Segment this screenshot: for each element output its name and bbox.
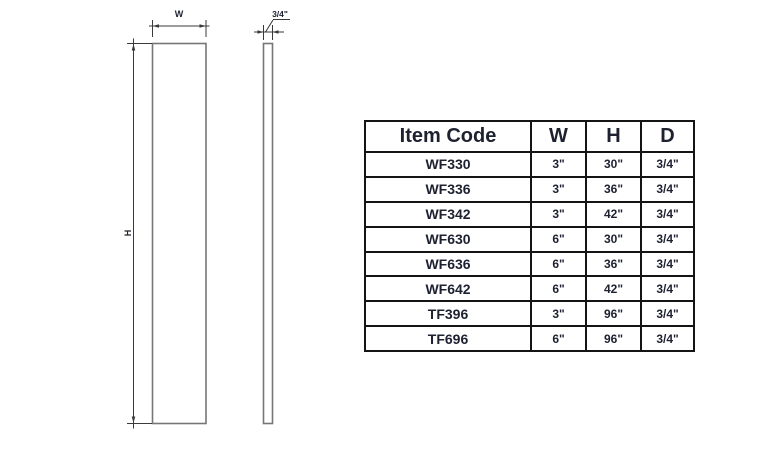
table-cell-d: 3/4" [640,275,693,301]
table-cell-w: 3" [530,200,585,226]
table-cell-code: WF642 [366,275,530,300]
table-header-h: H [585,122,640,151]
table-cell-h: 96" [585,300,640,326]
table-cell-h: 30" [585,151,640,176]
table-cell-w: 6" [530,225,585,251]
table-cell-h: 96" [585,325,640,350]
table-cell-h: 42" [585,275,640,301]
table-cell-code: WF342 [366,200,530,226]
table-cell-w: 3" [530,175,585,201]
h-dimension [127,38,152,429]
spec-table: Item Code W H D WF330 3" 30" 3/4" WF336 … [364,120,695,352]
table-cell-d: 3/4" [640,250,693,276]
table-cell-code: WF330 [366,151,530,176]
dimension-arrows [131,24,279,423]
table-cell-d: 3/4" [640,325,693,350]
width-dim-label: W [175,9,184,19]
side-view-panel [262,42,274,425]
table-cell-w: 6" [530,325,585,350]
table-cell-d: 3/4" [640,151,693,176]
thickness-dimension [254,19,290,40]
table-cell-d: 3/4" [640,200,693,226]
table-cell-h: 36" [585,175,640,201]
front-view-panel [151,42,207,425]
table-cell-d: 3/4" [640,225,693,251]
table-cell-d: 3/4" [640,300,693,326]
table-header-item-code: Item Code [399,125,497,147]
table-cell-code: WF630 [366,225,530,251]
w-dimension [149,20,210,37]
table-cell-w: 3" [530,151,585,176]
table-cell-w: 6" [530,275,585,301]
table-cell-code: TF396 [366,300,530,325]
table-cell-h: 30" [585,225,640,251]
table-header-w: W [530,122,585,151]
table-cell-code: WF636 [366,250,530,276]
table-header-d: D [640,122,693,151]
thickness-dim-label: 3/4" [272,9,288,19]
table-cell-d: 3/4" [640,175,693,201]
table-cell-code: WF336 [366,175,530,201]
table-cell-code: TF696 [366,325,530,350]
table-cell-w: 6" [530,250,585,276]
table-cell-w: 3" [530,300,585,326]
table-cell-h: 36" [585,250,640,276]
height-dim-label: H [123,230,133,237]
table-cell-h: 42" [585,200,640,226]
